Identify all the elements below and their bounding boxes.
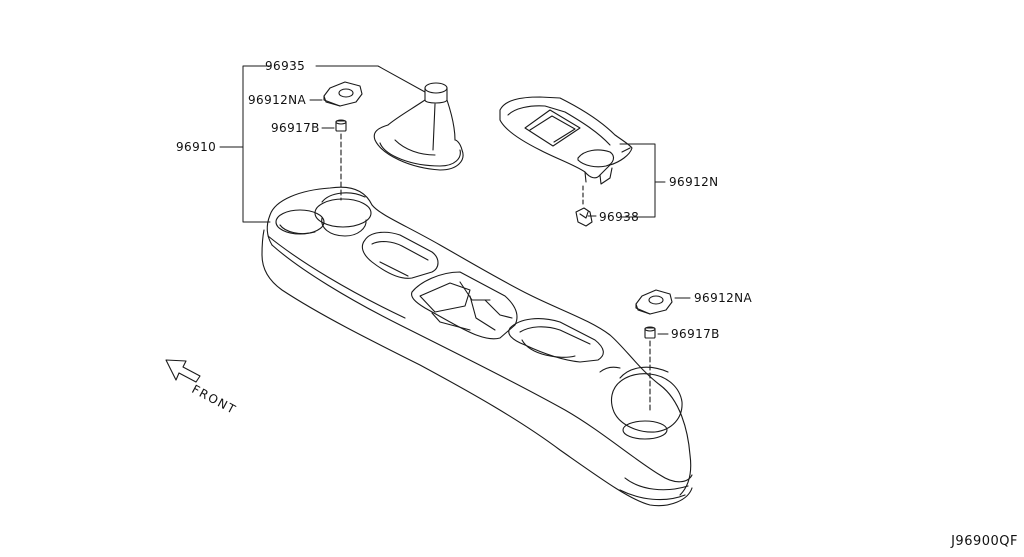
- part-label-96917b-right[interactable]: 96917B: [671, 327, 720, 341]
- shift-boot: [373, 82, 464, 171]
- part-label-96910[interactable]: 96910: [176, 140, 217, 154]
- cap-96912na-top: [323, 81, 363, 107]
- part-label-96917b-top[interactable]: 96917B: [271, 121, 320, 135]
- center-console-body: [261, 186, 693, 507]
- front-arrow-icon: [165, 359, 201, 383]
- part-label-96912na-top[interactable]: 96912NA: [248, 93, 307, 107]
- finisher-panel: [499, 96, 633, 185]
- diagram-id: J96900QF: [951, 534, 1018, 549]
- part-label-96912n[interactable]: 96912N: [669, 175, 719, 189]
- leader-lines: [219, 65, 691, 335]
- nut-96917b-top: [335, 119, 347, 201]
- nut-96917b-right: [644, 326, 656, 411]
- part-label-96935[interactable]: 96935: [265, 59, 306, 73]
- part-label-96938[interactable]: 96938: [599, 210, 640, 224]
- clip-96938: [575, 185, 593, 227]
- cap-96912na-right: [635, 289, 673, 315]
- part-label-96912na-right[interactable]: 96912NA: [694, 291, 753, 305]
